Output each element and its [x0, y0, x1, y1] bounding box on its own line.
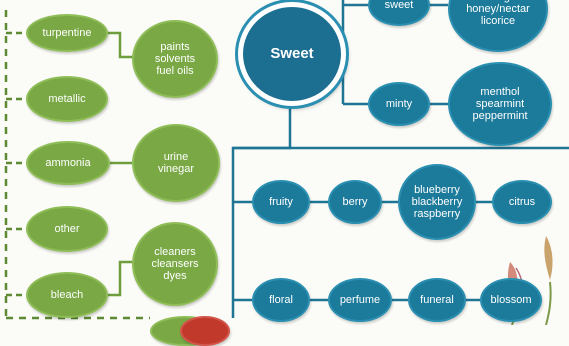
- urine-node: urine vinegar: [132, 124, 220, 202]
- berry-node: berry: [328, 180, 382, 224]
- sweet-category-node: Sweet: [238, 2, 346, 106]
- metallic-label: metallic: [48, 92, 86, 105]
- sweet-example-2: honey/nectar: [466, 2, 530, 15]
- perfume-node: perfume: [328, 278, 392, 322]
- cleaners-node: cleaners cleansers dyes: [132, 222, 218, 306]
- fruity-label: fruity: [269, 195, 293, 208]
- blossom-node: blossom: [480, 278, 542, 322]
- other-node: other: [26, 206, 108, 252]
- bleach-label: bleach: [50, 288, 84, 301]
- bleach-node: bleach: [26, 272, 108, 318]
- citrus-node: citrus: [492, 180, 552, 224]
- urine-line-2: vinegar: [157, 163, 195, 175]
- sweet-example-1: bubblegum: [466, 0, 530, 3]
- paints-line-1: paints: [160, 40, 190, 53]
- other-label: other: [54, 222, 80, 235]
- minty-example-2: spearmint: [475, 97, 525, 110]
- blossom-label: blossom: [490, 293, 532, 306]
- urine-line-1: urine: [163, 150, 189, 163]
- sweet-example-3: licorice: [480, 15, 516, 28]
- berry-example-1: blueberry: [414, 183, 460, 196]
- floral-label: floral: [269, 293, 293, 306]
- berry-example-2: blackberry: [411, 195, 463, 208]
- odor-diagram: turpentine metallic ammonia other bleach…: [4, 0, 569, 346]
- perfume-label: perfume: [339, 293, 381, 306]
- funeral-node: funeral: [408, 278, 466, 322]
- sweet-title: Sweet: [270, 44, 314, 62]
- citrus-label: citrus: [508, 195, 536, 208]
- minty-example-1: menthol: [480, 85, 520, 98]
- ammonia-label: ammonia: [45, 156, 91, 169]
- minty-label: minty: [385, 97, 413, 110]
- paints-line-2: solvents: [154, 52, 196, 65]
- minty-examples-node: menthol spearmint peppermint: [448, 62, 552, 146]
- cleaners-line-3: dyes: [163, 270, 187, 283]
- fruity-node: fruity: [252, 180, 310, 224]
- minty-example-3: peppermint: [472, 110, 528, 123]
- floral-node: floral: [252, 278, 310, 322]
- funeral-label: funeral: [420, 293, 454, 306]
- turpentine-label: turpentine: [42, 26, 92, 39]
- berry-example-3: raspberry: [413, 208, 461, 221]
- turpentine-node: turpentine: [26, 14, 108, 52]
- ammonia-node: ammonia: [26, 141, 110, 185]
- minty-node: minty: [368, 82, 430, 126]
- cleaners-line-2: cleansers: [151, 257, 199, 270]
- partial-red-node: [180, 316, 230, 346]
- berry-examples-node: blueberry blackberry raspberry: [398, 164, 476, 240]
- paints-line-3: fuel oils: [156, 65, 194, 78]
- metallic-node: metallic: [26, 76, 108, 122]
- cleaners-line-1: cleaners: [154, 245, 196, 258]
- berry-label: berry: [342, 195, 368, 208]
- paints-node: paints solvents fuel oils: [132, 20, 218, 98]
- sweet-sub-label: sweet: [384, 0, 414, 11]
